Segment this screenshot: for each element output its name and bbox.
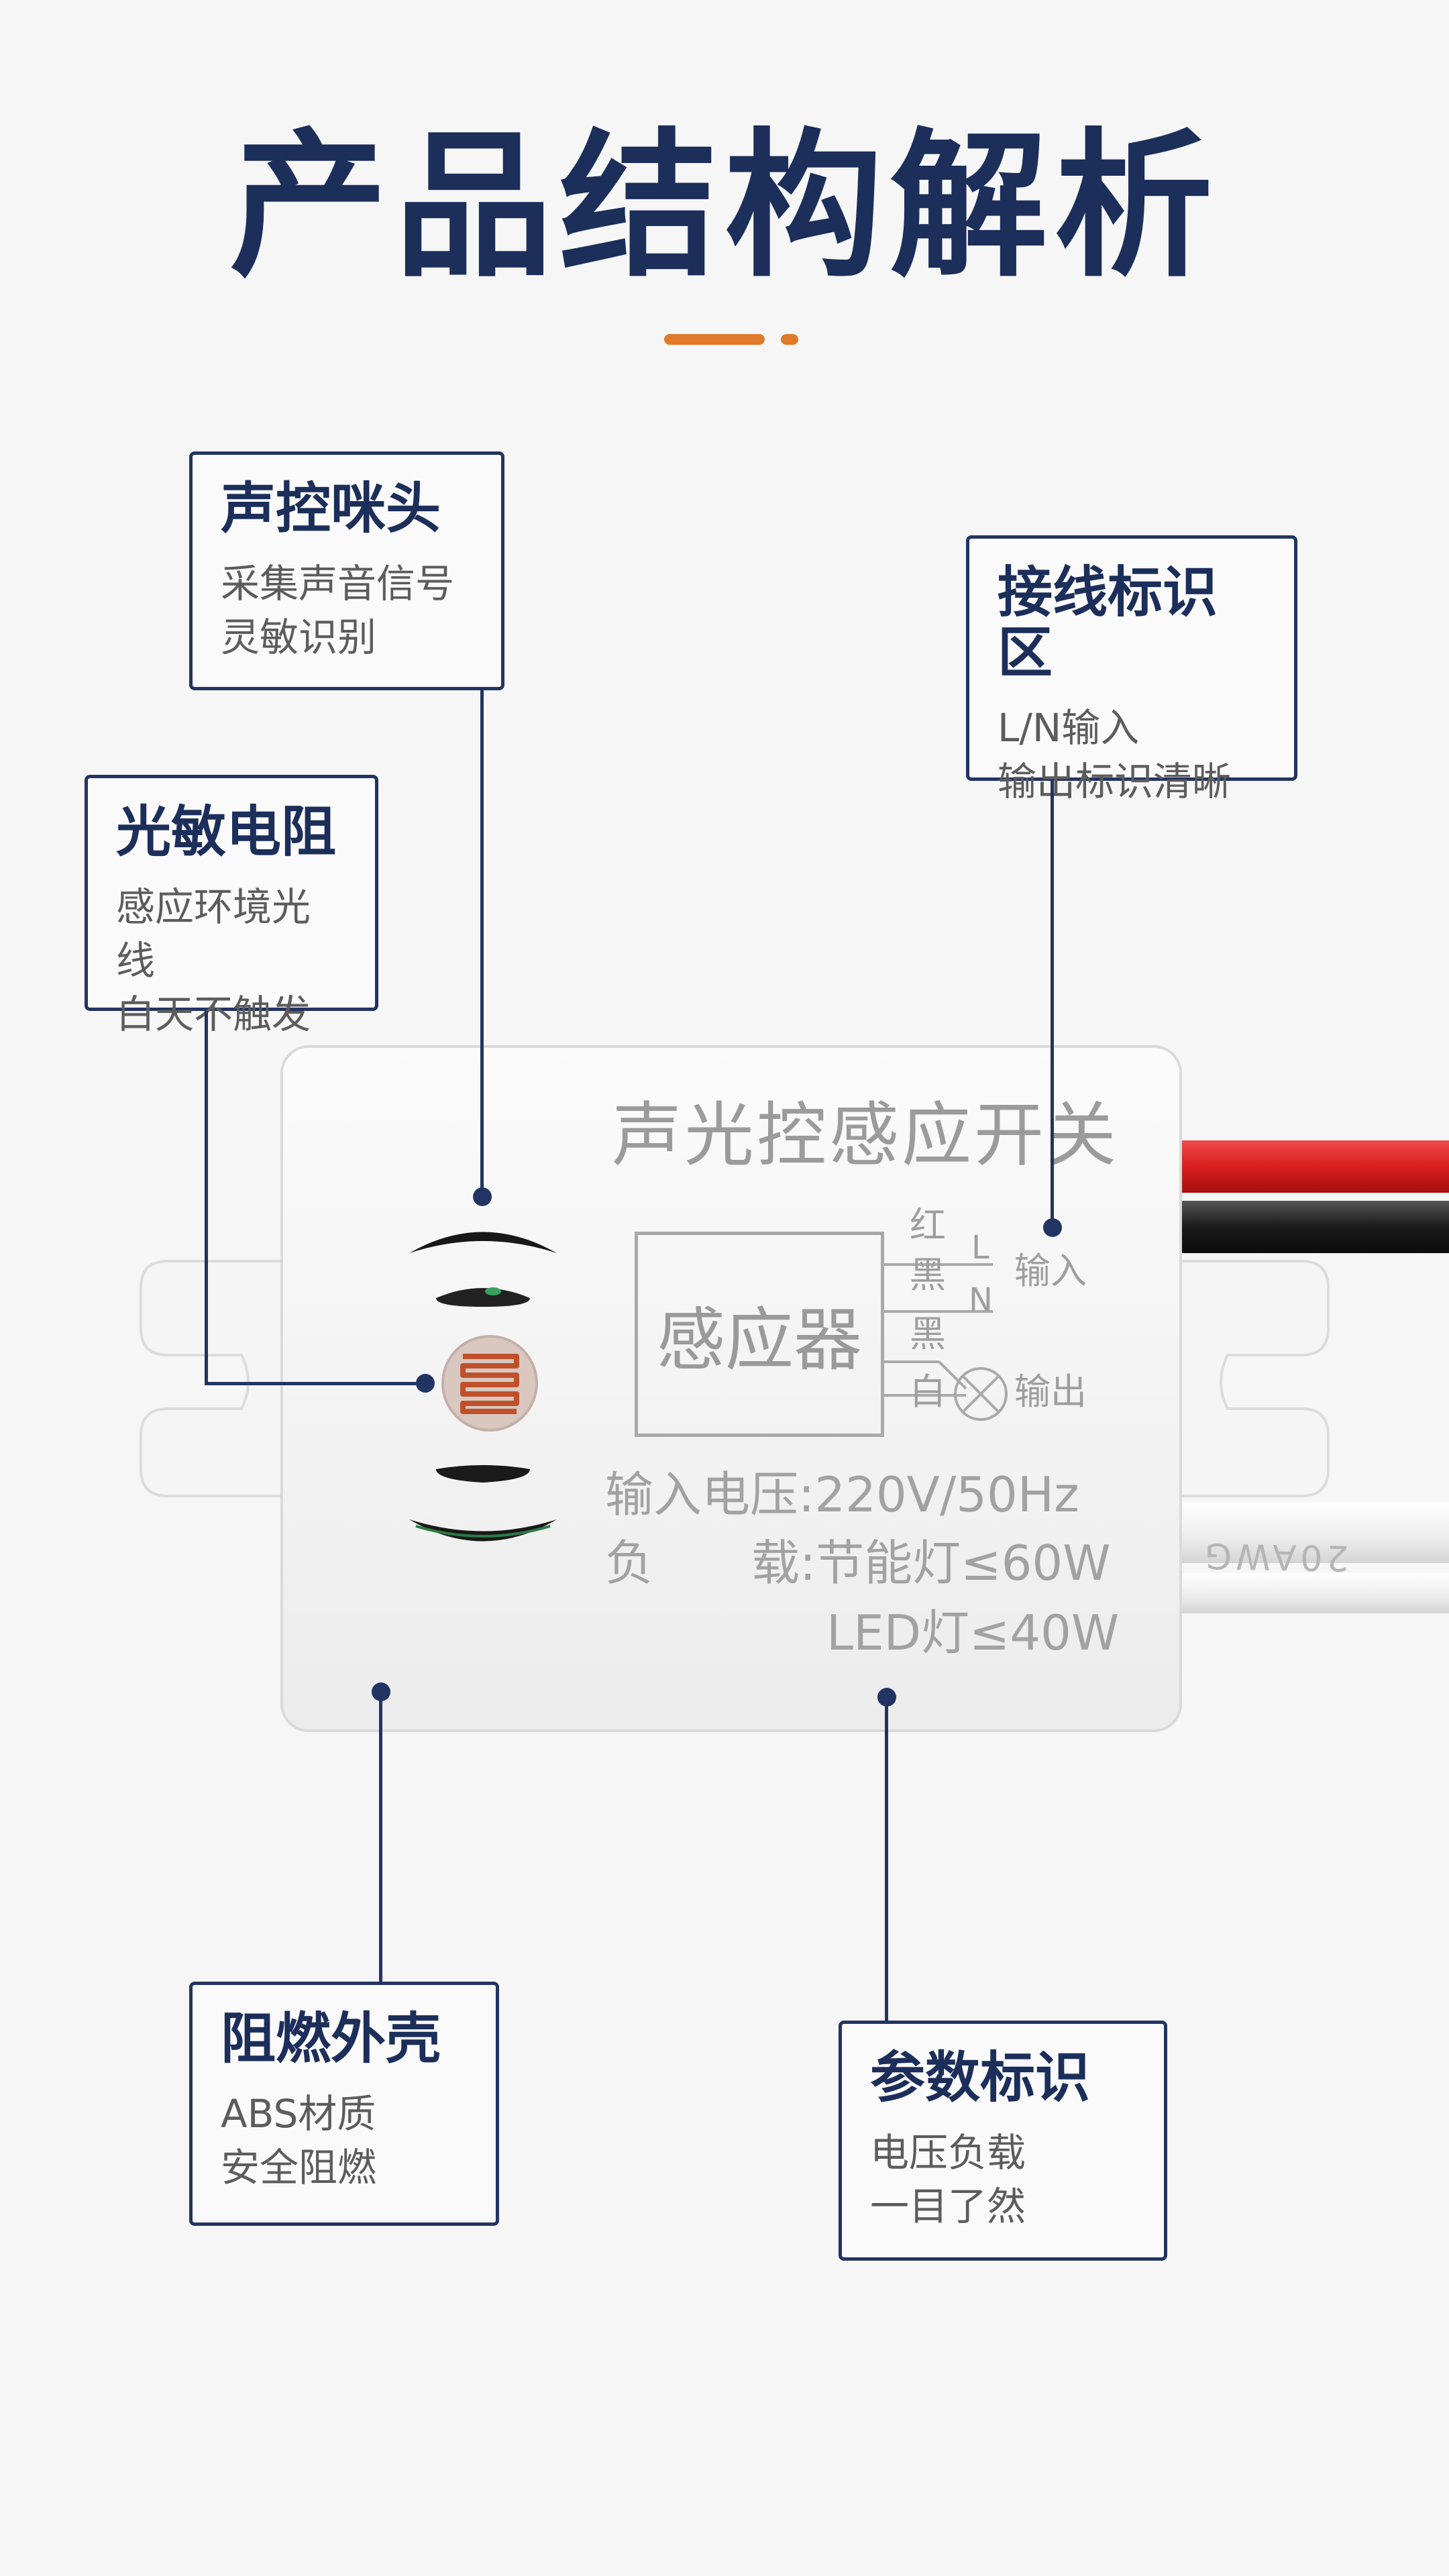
callout-photo-line2: 白天不触发	[116, 991, 311, 1038]
wire-black1-label: 黑	[910, 1254, 946, 1296]
callout-params-title: 参数标识	[870, 2046, 1091, 2110]
leader-photo-dot	[416, 1374, 435, 1393]
abs-shell	[280, 1045, 1182, 1732]
callout-params: 参数标识 电压负载 一目了然	[839, 2021, 1167, 2261]
callout-mic-title: 声控咪头	[221, 477, 441, 541]
callout-params-line1: 电压负载	[870, 2130, 1026, 2176]
device-label-title: 声光控感应开关	[611, 1094, 1119, 1176]
led-spec: LED灯≤40W	[826, 1605, 1120, 1661]
callout-wiring-title: 接线标识区	[998, 561, 1218, 686]
output-label: 输出	[1014, 1371, 1087, 1413]
wire-black2-label: 黑	[910, 1313, 946, 1355]
callout-wiring: 接线标识区 L/N输入 输出标识清晰	[966, 535, 1297, 804]
callout-shell-title: 阻燃外壳	[221, 2007, 441, 2071]
leader-photo-horizontal	[205, 1382, 426, 1385]
cable-print: 20AWG	[1200, 1535, 1350, 1578]
callout-shell-line2: 安全阻燃	[221, 2145, 377, 2191]
red-wire	[1167, 1140, 1449, 1193]
black-wire	[1167, 1201, 1449, 1253]
sensor-box-label: 感应器	[635, 1232, 884, 1437]
leader-mic-dot	[473, 1187, 492, 1206]
wire-white-label: 白	[910, 1371, 946, 1413]
callout-photo-line1: 感应环境光线	[116, 884, 311, 984]
leader-shell	[379, 1692, 382, 1982]
leader-mic	[480, 690, 484, 1197]
callout-mic-line2: 灵敏识别	[221, 614, 377, 661]
callout-mic-line1: 采集声音信号	[221, 561, 455, 607]
callout-shell-line1: ABS材质	[221, 2091, 376, 2137]
title-underline	[664, 334, 765, 345]
photoresistor	[441, 1335, 538, 1432]
leader-photo-vertical	[205, 1011, 208, 1384]
mounting-ear-left	[140, 1260, 290, 1497]
load-spec: 载:节能灯≤60W	[751, 1535, 1111, 1591]
load-prefix: 负	[605, 1535, 654, 1591]
callout-wiring-line2: 输出标识清晰	[998, 759, 1232, 805]
callout-photo-title: 光敏电阻	[116, 800, 337, 864]
page-title: 产品结构解析	[229, 114, 1220, 299]
leader-wiring-dot	[1043, 1218, 1062, 1237]
callout-params-line2: 一目了然	[870, 2184, 1026, 2230]
title-underline-dot	[781, 334, 798, 345]
voltage-spec: 输入电压:220V/50Hz	[605, 1466, 1079, 1523]
switch-device-illustration	[140, 1045, 1449, 1732]
wire-L-label: L	[971, 1229, 989, 1267]
callout-wiring-line1: L/N输入	[998, 705, 1140, 751]
callout-photoresistor: 光敏电阻 感应环境光线 白天不触发	[85, 775, 378, 1037]
wire-N-label: N	[969, 1281, 993, 1319]
wire-red-label: 红	[910, 1204, 946, 1246]
input-label: 输入	[1014, 1250, 1087, 1292]
white-wires	[1167, 1503, 1449, 1613]
mounting-ear-right	[1166, 1260, 1330, 1497]
leader-params	[885, 1697, 888, 2022]
leader-wiring	[1051, 781, 1054, 1228]
wiring-diagram	[884, 1263, 1008, 1421]
callout-mic: 声控咪头 采集声音信号 灵敏识别	[189, 451, 504, 690]
callout-shell: 阻燃外壳 ABS材质 安全阻燃	[189, 1982, 499, 2226]
mic-slots	[409, 1232, 557, 1542]
